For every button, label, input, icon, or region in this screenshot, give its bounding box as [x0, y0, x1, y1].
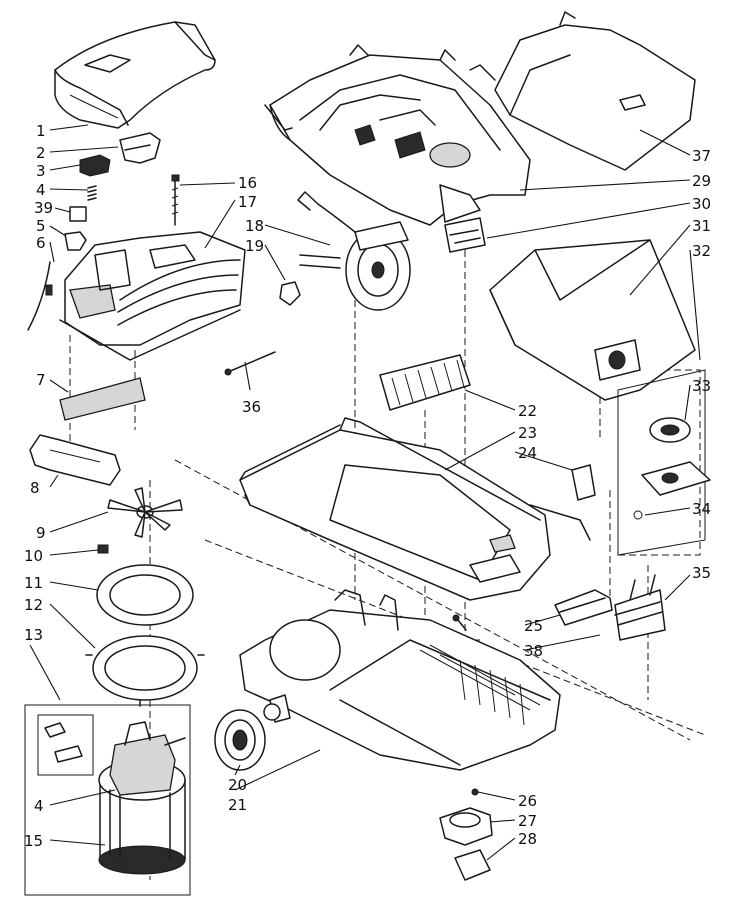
callout-1: 1	[36, 122, 46, 140]
part-11-gasket	[96, 564, 194, 626]
part-3-button	[79, 154, 111, 177]
callout-35: 35	[692, 564, 711, 582]
leader-lines	[29, 124, 701, 861]
callout-26: 26	[518, 792, 537, 810]
callout-16: 16	[238, 174, 257, 192]
callout-labels: 1 2 3 4 39 5 6 16 17 18 19 36 7 8 9 10 1…	[24, 122, 711, 850]
callout-28: 28	[518, 830, 537, 848]
callout-33: 33	[692, 377, 711, 395]
part-22-grille	[379, 354, 471, 411]
callout-20: 20	[228, 776, 247, 794]
part-24-switch	[529, 464, 596, 541]
part-35-bracket	[614, 574, 666, 641]
part-6-wire	[27, 261, 53, 331]
part-21-base	[239, 589, 561, 771]
callout-27: 27	[518, 812, 537, 830]
part-30-clip	[444, 217, 486, 253]
callout-4: 4	[36, 181, 46, 199]
callout-37: 37	[692, 147, 711, 165]
callout-17: 17	[238, 193, 257, 211]
part-34-bag-mount	[633, 461, 711, 520]
callout-18: 18	[245, 217, 264, 235]
callout-2: 2	[36, 144, 46, 162]
part-12-mount-ring	[85, 635, 205, 707]
part-1-top-cover	[54, 21, 216, 129]
callout-22: 22	[518, 402, 537, 420]
callout-19: 19	[245, 237, 264, 255]
callout-34: 34	[692, 500, 711, 518]
part-18-cord-reel	[297, 191, 411, 311]
part-25-pedal	[554, 589, 613, 626]
part-23-frame	[239, 417, 551, 601]
part-37-bag-cover	[469, 11, 696, 171]
part-5-switch	[64, 231, 87, 251]
part-8-bracket	[29, 434, 121, 486]
callout-15: 15	[24, 832, 43, 850]
callout-36: 36	[242, 398, 261, 416]
part-19-bulb	[279, 281, 301, 306]
callout-24: 24	[518, 444, 537, 462]
callout-30: 30	[692, 195, 711, 213]
callout-7: 7	[36, 371, 46, 389]
part-7-filter	[59, 377, 146, 421]
part-10-nut	[97, 544, 109, 554]
part-4-spring	[87, 185, 97, 201]
callout-13: 13	[24, 626, 43, 644]
callout-3: 3	[36, 162, 46, 180]
part-26-pin	[471, 788, 479, 796]
part-28-caster-wheel	[454, 849, 491, 881]
part-9-fan	[107, 487, 183, 538]
callout-38: 38	[524, 642, 543, 660]
callout-25: 25	[524, 617, 543, 635]
part-39-clip	[69, 206, 87, 222]
callout-31: 31	[692, 217, 711, 235]
part-33-seal	[649, 417, 691, 443]
part-20-wheel	[214, 703, 281, 771]
callout-12: 12	[24, 596, 43, 614]
callout-32: 32	[692, 242, 711, 260]
part-29-upper-shell	[264, 44, 531, 226]
callout-29: 29	[692, 172, 711, 190]
callout-23: 23	[518, 424, 537, 442]
part-31-dust-bag	[489, 239, 696, 401]
part-16-screw	[171, 174, 180, 226]
callout-10: 10	[24, 547, 43, 565]
callout-6: 6	[36, 234, 46, 252]
part-2-latch	[119, 132, 161, 164]
callout-5: 5	[36, 217, 46, 235]
callout-21: 21	[228, 796, 247, 814]
part-17-handle-housing	[59, 231, 246, 361]
callout-39: 39	[34, 199, 53, 217]
callout-9: 9	[36, 524, 46, 542]
part-13-motor-kit-box	[24, 704, 191, 896]
callout-11: 11	[24, 574, 43, 592]
part-27-caster-housing	[439, 807, 493, 846]
callout-4-kit: 4	[34, 797, 44, 815]
callout-8: 8	[30, 479, 40, 497]
part-36-rod	[224, 351, 276, 376]
part-32-bag-holder-box	[617, 369, 706, 556]
part-38-screw	[452, 614, 467, 631]
part-15-motor	[98, 721, 186, 875]
